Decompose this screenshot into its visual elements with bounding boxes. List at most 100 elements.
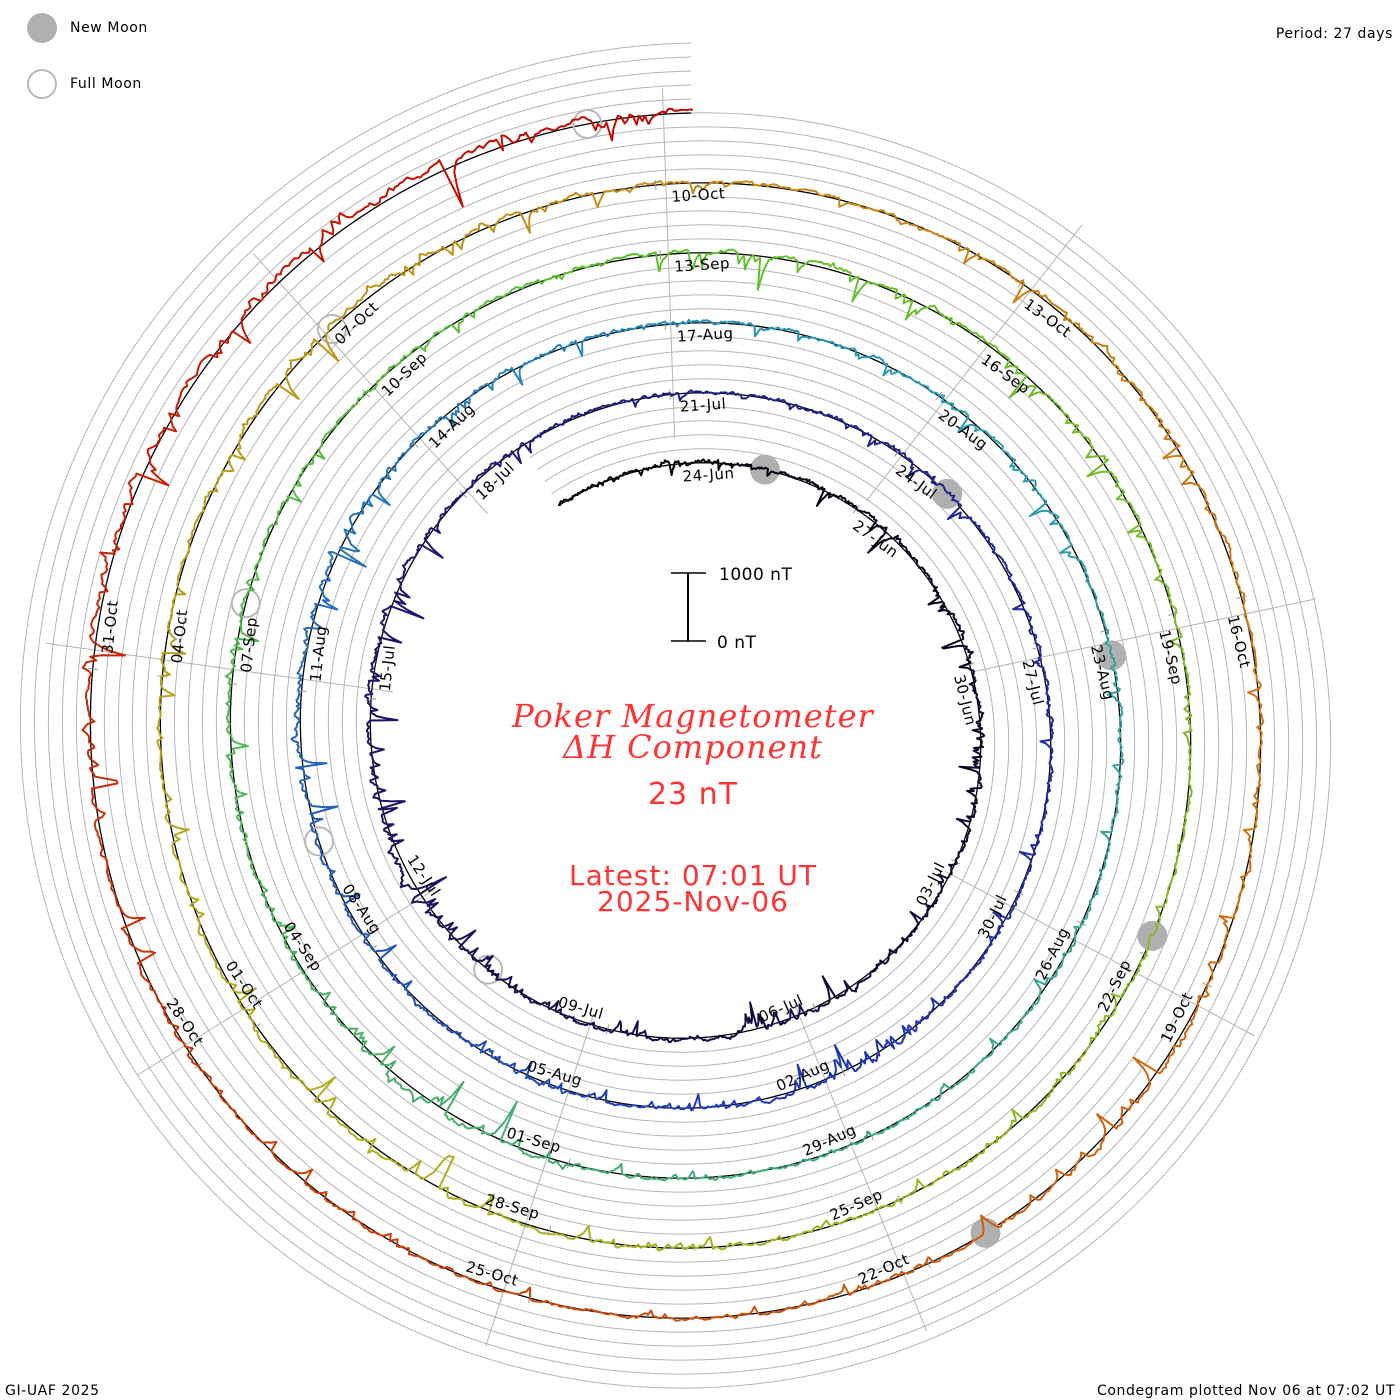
date-label: 13-Sep: [674, 254, 731, 276]
trace-day-segment: [978, 335, 1065, 414]
new-moon-marker: [749, 454, 780, 485]
date-label: 15-Jul: [376, 644, 399, 692]
date-label: 05-Aug: [525, 1057, 584, 1090]
radial-spoke: [661, 88, 676, 439]
date-tick: [664, 319, 667, 330]
trace-day-segment: [1207, 856, 1253, 984]
trace-day-segment: [364, 625, 403, 701]
trace-day-segment: [115, 404, 181, 534]
grid-ring: [75, 98, 1276, 1333]
date-label: 07-Sep: [237, 616, 261, 673]
trace-day-segment: [763, 1059, 842, 1105]
trace-day-segment: [290, 692, 328, 786]
trace-day-segment: [1045, 1096, 1142, 1193]
date-label: 06-Jul: [756, 991, 806, 1026]
trace-day-segment: [1132, 982, 1210, 1098]
date-label: 24-Jun: [682, 464, 735, 485]
chart-subtitle: ΔH Component: [561, 728, 823, 766]
trace-day-segment: [1059, 537, 1107, 629]
trace-day-segment: [351, 442, 413, 517]
trace-day-segment: [1127, 504, 1178, 612]
trace-day-segment: [197, 920, 257, 1032]
trace-day-segment: [449, 278, 550, 334]
radial-spoke: [973, 598, 1317, 673]
new-moon-marker: [970, 1217, 1001, 1248]
trace-day-segment: [958, 661, 985, 730]
radial-spoke: [945, 871, 1255, 1037]
trace-day-segment: [569, 321, 664, 357]
trace-day-segment: [878, 283, 980, 338]
trace-day-segment: [1104, 628, 1124, 727]
trace-day-segment: [549, 251, 661, 281]
trace-day-segment: [250, 481, 303, 581]
trace-day-segment: [652, 180, 782, 195]
trace-day-segment: [387, 847, 447, 914]
trace-day-segment: [1145, 840, 1183, 953]
scale-bar: 1000 nT 0 nT: [671, 565, 792, 653]
date-tick: [897, 1194, 903, 1205]
date-label: 10-Oct: [671, 184, 726, 206]
trace-day-segment: [484, 954, 543, 1006]
radial-spoke: [866, 224, 1083, 501]
trace-day-segment: [1242, 723, 1263, 857]
new-moon-legend-label: New Moon: [70, 20, 148, 36]
trace-day-segment: [1111, 726, 1125, 827]
date-label: 27-Jul: [1019, 658, 1048, 707]
trace-day-segment: [225, 685, 249, 794]
trace-day-segment: [747, 1001, 819, 1030]
trace-day-segment: [780, 186, 905, 226]
trace-day-segment: [254, 1029, 339, 1122]
trace-day-segment: [976, 890, 1022, 966]
trace-day-segment: [954, 794, 978, 861]
trace-day-segment: [1181, 725, 1193, 842]
trace-day-segment: [410, 384, 486, 445]
trace-day-segment: [237, 341, 315, 445]
trace-day-segment: [570, 1162, 675, 1182]
scale-top-label: 1000 nT: [719, 565, 792, 585]
trace-day-segment: [132, 945, 201, 1069]
trace-day-segment: [312, 265, 415, 362]
trace-day-segment: [362, 324, 451, 395]
latest-time: Latest: 07:01 UT: [569, 859, 817, 892]
date-label: 24-Jul: [892, 461, 940, 503]
full-moon-marker: [473, 954, 504, 985]
trace-day-segment: [817, 969, 876, 1012]
trace-day-segment: [484, 343, 572, 391]
trace-day-segment: [438, 1186, 552, 1236]
trace-day-segment: [1039, 727, 1055, 812]
date-label: 11-Aug: [306, 625, 330, 683]
trace-day-segment: [834, 1023, 918, 1072]
date-tick: [566, 1158, 571, 1169]
trace-day-segment: [1033, 644, 1054, 729]
current-value: 23 nT: [648, 777, 738, 812]
trace-day-segment: [662, 318, 759, 338]
date-tick: [605, 1024, 610, 1034]
trace-day-segment: [81, 532, 126, 673]
trace-day-segment: [1031, 921, 1085, 1010]
trace-day-segment: [855, 506, 908, 554]
full-moon-marker: [304, 826, 335, 857]
trace-day-segment: [376, 134, 505, 208]
radial-spoke: [253, 253, 488, 515]
date-tick: [1100, 629, 1111, 633]
trace-day-segment: [263, 895, 315, 992]
moon-markers: [230, 108, 1168, 1248]
trace-day-segment: [1006, 569, 1040, 647]
trace-day-segment: [313, 989, 396, 1067]
trace-day-segment: [874, 910, 924, 971]
trace-day-segment: [1018, 810, 1048, 893]
trace-day-segment: [185, 443, 246, 558]
trace-day-segment: [670, 1235, 791, 1251]
trace-day-segment: [176, 292, 266, 405]
trace-day-segment: [676, 1093, 765, 1112]
full-moon-legend-label: Full Moon: [70, 76, 142, 92]
trace-day-segment: [679, 1013, 750, 1042]
trace-day-segment: [1009, 456, 1070, 538]
trace-day-segment: [937, 602, 974, 664]
date-tick: [659, 249, 662, 260]
trace-day-segment: [658, 248, 771, 292]
trace-day-segment: [1084, 952, 1148, 1053]
date-tick: [1168, 612, 1179, 616]
trace-day-segment: [667, 1303, 804, 1322]
grid-ring: [61, 84, 1290, 1347]
